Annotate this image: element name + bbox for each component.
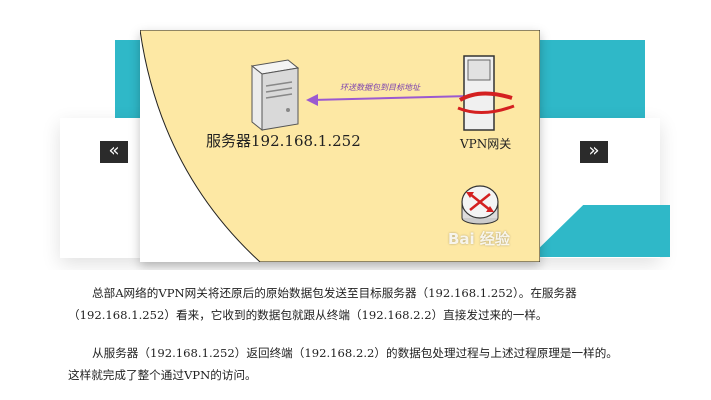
watermark: Bai 经验: [448, 230, 510, 248]
paragraph-2: 从服务器（192.168.1.252）返回终端（192.168.2.2）的数据包…: [68, 342, 688, 386]
paragraph-line: （192.168.1.252）看来，它收到的数据包就跟从终端（192.168.2…: [68, 308, 548, 322]
vpn-gateway-label: VPN网关: [460, 137, 512, 151]
paragraph-1: 总部A网络的VPN网关将还原后的原始数据包发送至目标服务器（192.168.1.…: [68, 282, 688, 326]
router-icon: [461, 185, 499, 225]
slide-banner: 服务器192.168.1.252 VPN网关 环送数据包到目标地址 Bai 经验…: [100, 30, 670, 262]
next-button[interactable]: »: [580, 141, 608, 163]
paragraph-line: 总部A网络的VPN网关将还原后的原始数据包发送至目标服务器（192.168.1.…: [92, 286, 577, 300]
vpn-gateway-icon: [457, 55, 515, 131]
arrow-label: 环送数据包到目标地址: [340, 83, 420, 92]
server-icon: [250, 59, 300, 132]
paragraph-line: 这样就完成了整个通过VPN的访问。: [68, 368, 257, 382]
prev-button[interactable]: «: [100, 141, 128, 163]
yellow-region: [140, 30, 540, 262]
diagram-image: 服务器192.168.1.252 VPN网关 环送数据包到目标地址 Bai 经验: [140, 30, 540, 262]
arrow-to-server: [306, 94, 471, 106]
server-label: 服务器192.168.1.252: [206, 132, 361, 150]
paragraph-line: 从服务器（192.168.1.252）返回终端（192.168.2.2）的数据包…: [92, 346, 618, 360]
